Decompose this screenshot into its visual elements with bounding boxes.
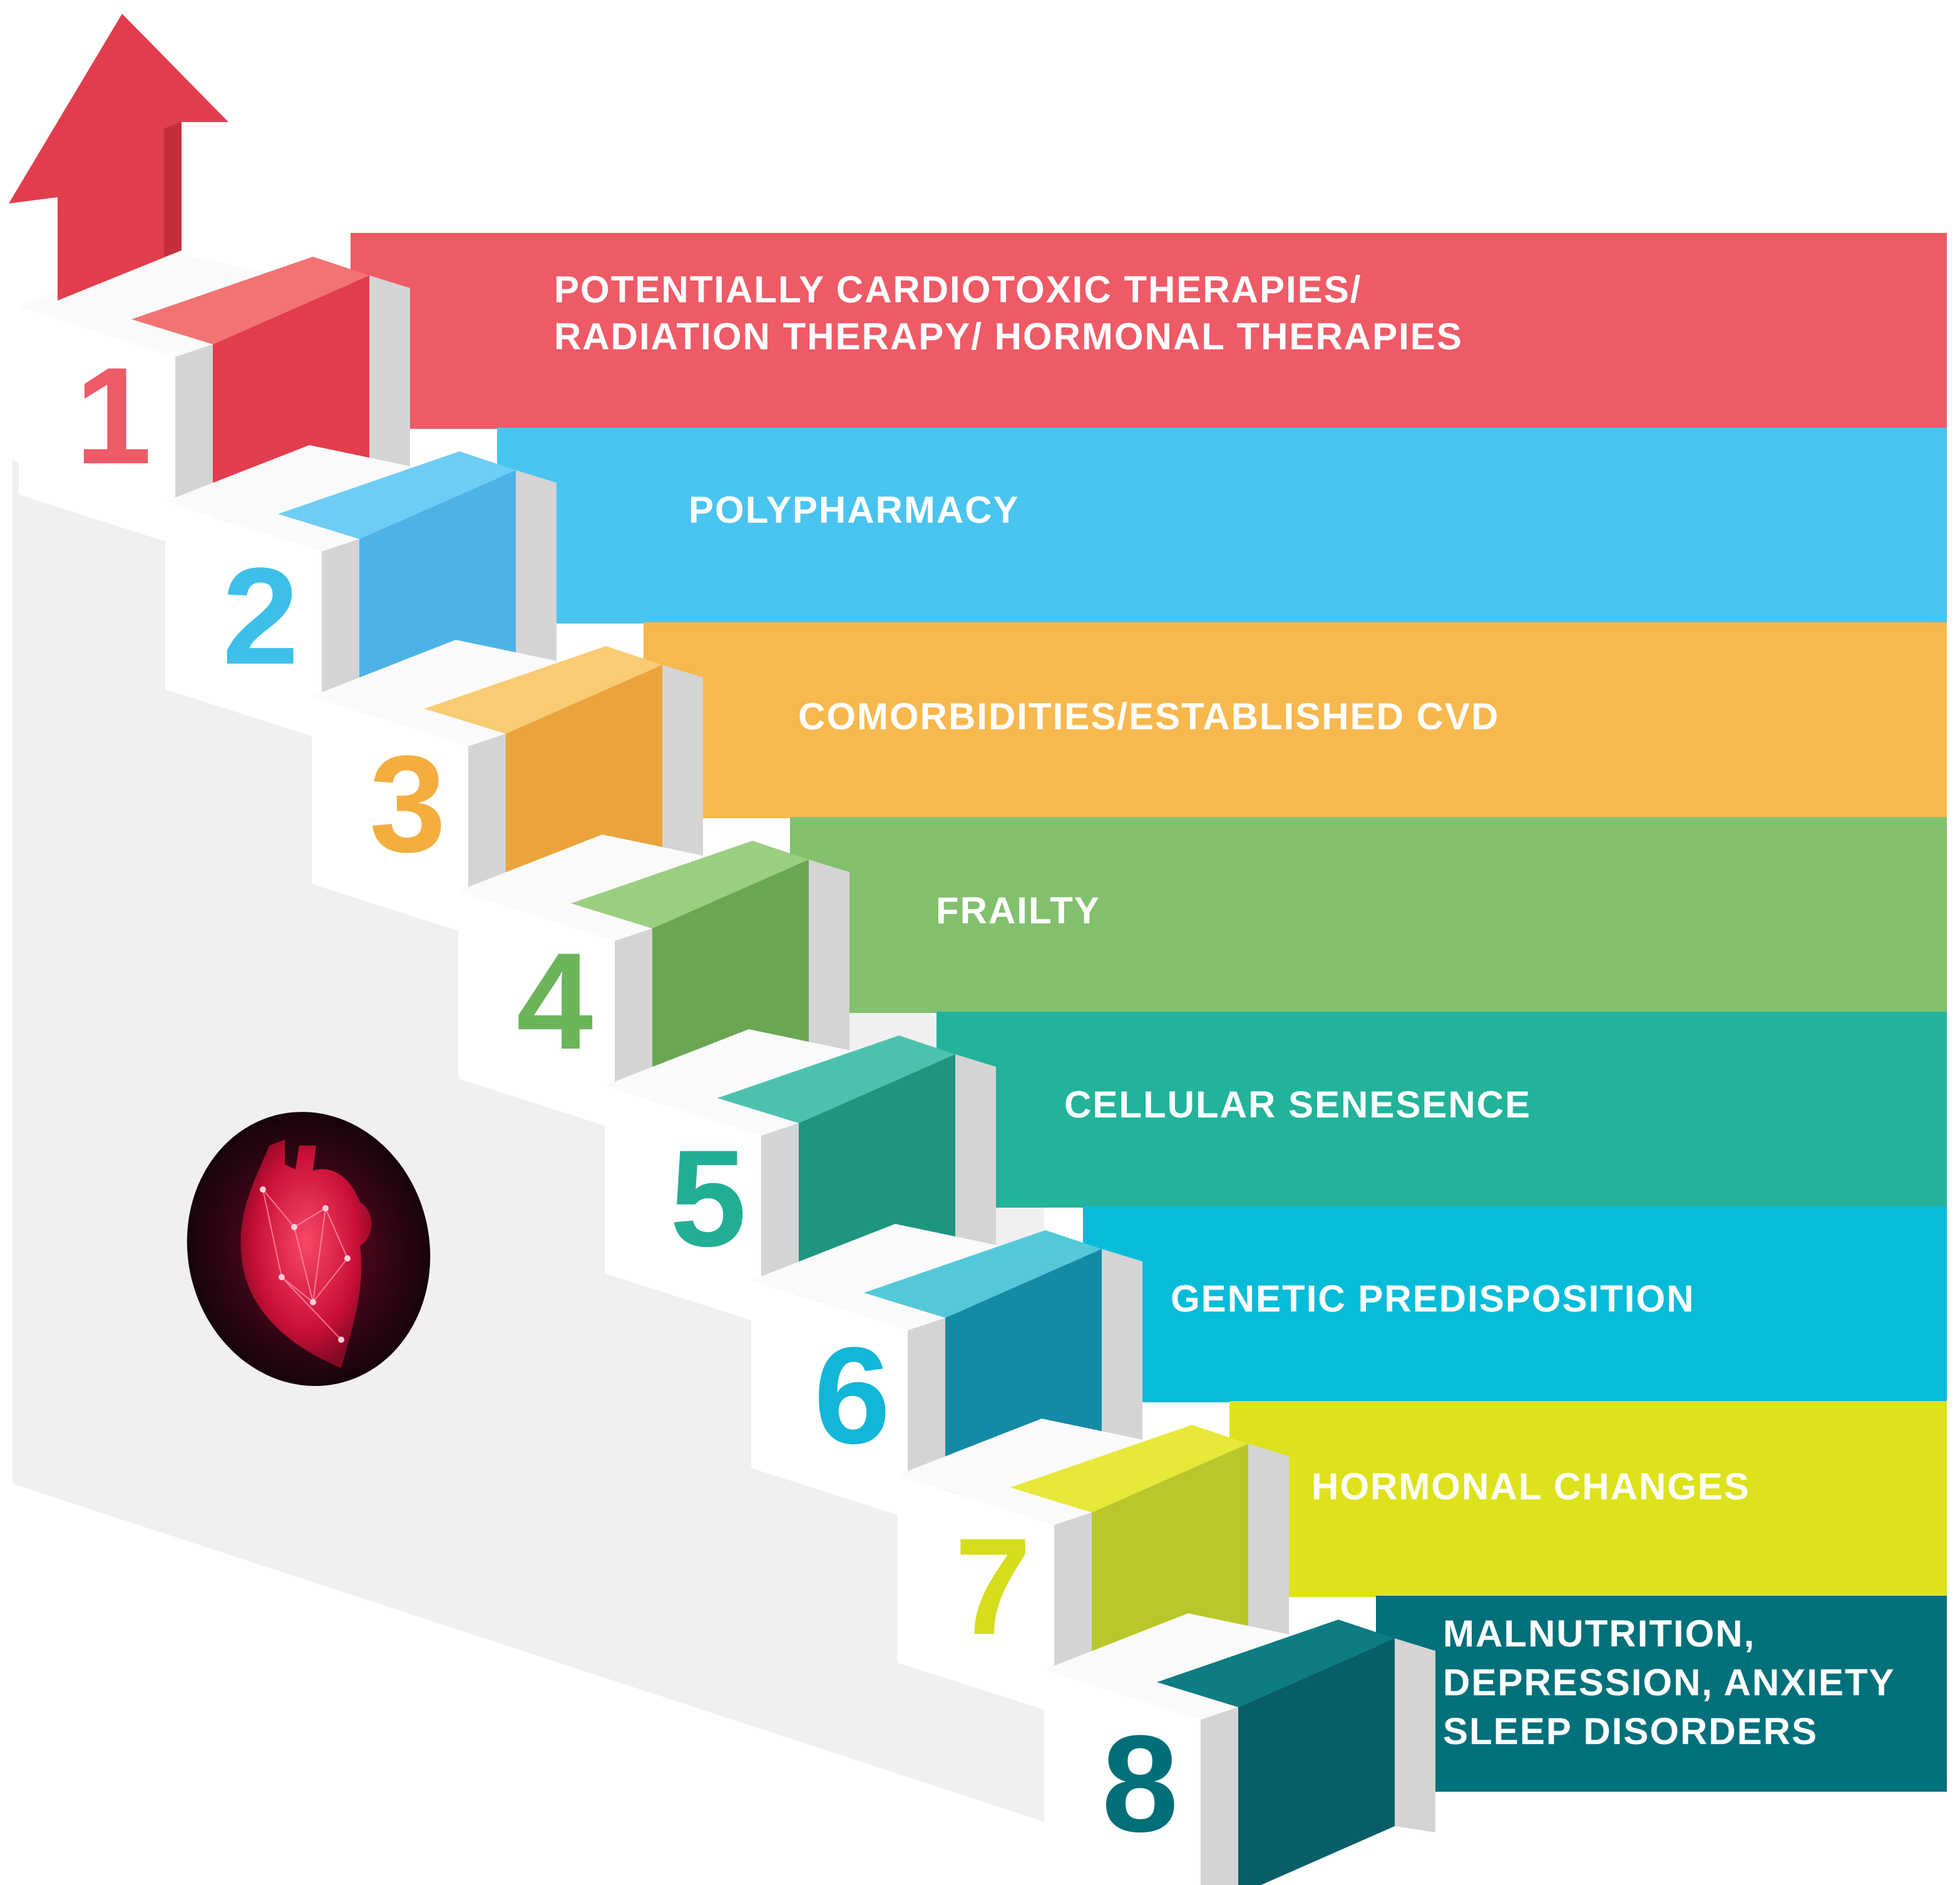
- step-color-top: [424, 646, 662, 734]
- band-5: [936, 1012, 1947, 1208]
- step-color-top: [1157, 1620, 1395, 1707]
- band-label-line: CELLULAR SENESENCE: [1064, 1084, 1531, 1126]
- step-number-7: 7: [955, 1509, 1031, 1663]
- step-edge: [369, 275, 410, 470]
- risk-factor-bands: POTENTIALLY CARDIOTOXIC THERAPIES/RADIAT…: [351, 233, 1947, 1792]
- stair-wall: [13, 460, 1044, 1822]
- band-label-line: POTENTIALLY CARDIOTOXIC THERAPIES/: [554, 269, 1362, 311]
- step-color-top: [571, 841, 809, 928]
- band-label-line: GENETIC PREDISPOSITION: [1171, 1278, 1695, 1320]
- band-label-line: MALNUTRITION,: [1443, 1613, 1755, 1655]
- step-color-top: [131, 257, 369, 344]
- band-label-6: GENETIC PREDISPOSITION: [1171, 1278, 1695, 1320]
- band-8: [1376, 1596, 1947, 1792]
- band-label-4: FRAILTY: [936, 890, 1101, 932]
- step-front: [1044, 1670, 1201, 1885]
- step-8: 8: [1044, 1613, 1435, 1885]
- band-label-3: COMORBIDITIES/ESTABLISHED CVD: [798, 696, 1499, 737]
- step-color-top: [864, 1230, 1102, 1318]
- band-6: [1083, 1206, 1947, 1402]
- band-label-line: COMORBIDITIES/ESTABLISHED CVD: [798, 696, 1499, 737]
- band-label-line: RADIATION THERAPY/ HORMONAL THERAPIES: [554, 316, 1463, 357]
- step-edge: [1395, 1638, 1435, 1832]
- step-number-4: 4: [516, 924, 593, 1078]
- step-number-3: 3: [369, 727, 446, 881]
- step-edge: [1248, 1444, 1289, 1638]
- band-label-line: HORMONAL CHANGES: [1311, 1466, 1750, 1507]
- step-edge: [955, 1054, 996, 1248]
- step-3: 3: [312, 640, 703, 934]
- step-number-1: 1: [75, 339, 151, 493]
- step-front: [312, 696, 468, 934]
- band-label-2: POLYPHARMACY: [689, 489, 1020, 531]
- band-label-line: DEPRESSION, ANXIETY: [1443, 1662, 1896, 1703]
- step-edge: [516, 470, 557, 664]
- step-front: [898, 1475, 1054, 1713]
- anatomical-heart-icon: [187, 1112, 431, 1386]
- step-number-6: 6: [814, 1318, 890, 1472]
- step-color-front: [1238, 1638, 1395, 1885]
- step-edge: [809, 860, 849, 1054]
- band-7: [1229, 1401, 1947, 1597]
- step-front: [458, 891, 615, 1129]
- band-1: [351, 233, 1947, 429]
- band-label-line: FRAILTY: [936, 890, 1101, 932]
- step-color-top: [1010, 1425, 1248, 1513]
- band-label-line: SLEEP DISORDERS: [1443, 1710, 1818, 1752]
- up-arrow-shadow: [164, 122, 182, 257]
- step-number-8: 8: [1102, 1707, 1178, 1861]
- step-edge: [662, 665, 703, 859]
- step-front: [605, 1086, 761, 1323]
- step-front: [751, 1280, 908, 1518]
- step-edge: [1102, 1249, 1142, 1443]
- step-number-2: 2: [222, 539, 299, 693]
- band-4: [790, 817, 1947, 1013]
- step-front: [165, 501, 322, 739]
- band-2: [497, 428, 1947, 624]
- step-side: [1201, 1707, 1238, 1885]
- band-label-line: POLYPHARMACY: [689, 489, 1020, 531]
- step-number-5: 5: [670, 1121, 746, 1275]
- band-label-8: MALNUTRITION, DEPRESSION, ANXIETY SLEEP DI…: [1443, 1613, 1896, 1752]
- step-front: [19, 307, 175, 545]
- step-color-top: [717, 1035, 955, 1123]
- step-color-top: [278, 451, 516, 539]
- band-label-1: POTENTIALLY CARDIOTOXIC THERAPIES/RADIAT…: [554, 269, 1463, 357]
- band-label-5: CELLULAR SENESENCE: [1064, 1084, 1531, 1126]
- band-3: [644, 622, 1947, 818]
- band-label-7: HORMONAL CHANGES: [1311, 1466, 1750, 1507]
